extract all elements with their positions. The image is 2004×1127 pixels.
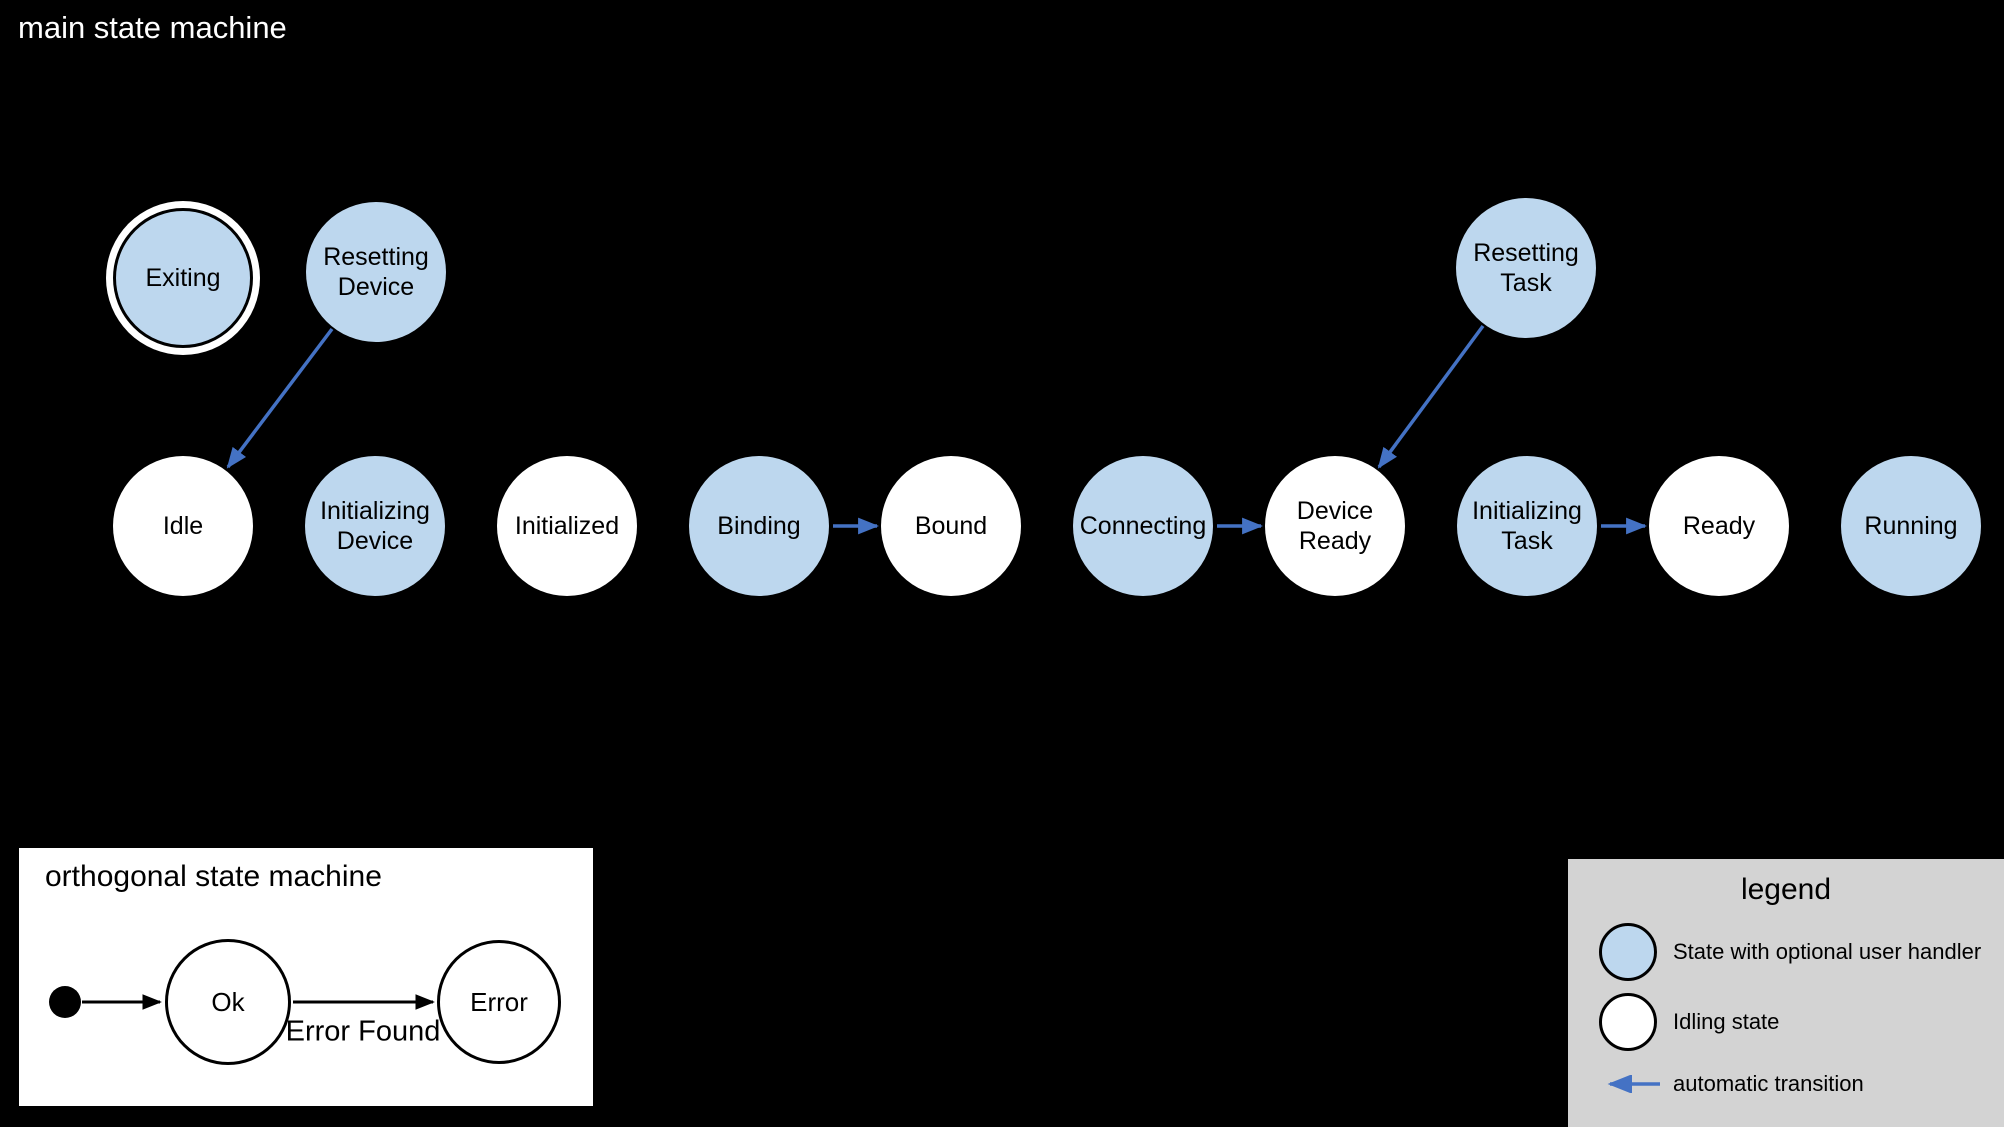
handler-state-swatch <box>1599 923 1657 981</box>
arrow-resetting-task-to-device-ready <box>1377 324 1485 469</box>
automatic-transition-arrow-icon <box>1607 1075 1660 1093</box>
state-label: Initializing Device <box>320 496 430 556</box>
state-initialized: Initialized <box>497 456 637 596</box>
main-title: main state machine <box>18 10 287 45</box>
state-label: Resetting Task <box>1473 238 1579 298</box>
state-binding: Binding <box>689 456 829 596</box>
legend-title: legend <box>1740 873 1832 906</box>
state-label: Resetting Device <box>323 242 429 302</box>
transition-label-error-found: Error Found <box>285 1015 441 1048</box>
state-error: Error <box>437 940 561 1064</box>
state-label: Error <box>470 986 528 1017</box>
state-label: Initialized <box>514 511 620 540</box>
state-exiting: Exiting <box>113 208 253 348</box>
state-label: Bound <box>914 511 988 540</box>
state-resetting-task: Resetting Task <box>1456 198 1596 338</box>
state-label: Running <box>1864 511 1958 540</box>
state-ok: Ok <box>165 939 291 1065</box>
state-label: Idle <box>162 511 204 540</box>
state-label: Connecting <box>1079 511 1207 540</box>
state-running: Running <box>1841 456 1981 596</box>
state-idle: Idle <box>113 456 253 596</box>
state-initializing-task: Initializing Task <box>1457 456 1597 596</box>
state-initializing-device: Initializing Device <box>305 456 445 596</box>
state-label: Ready <box>1682 511 1756 540</box>
state-ready: Ready <box>1649 456 1789 596</box>
state-resetting-device: Resetting Device <box>306 202 446 342</box>
legend-item-label: automatic transition <box>1673 1071 1864 1096</box>
state-label: Binding <box>717 511 801 540</box>
state-label: Exiting <box>145 263 221 292</box>
state-connecting: Connecting <box>1073 456 1213 596</box>
legend-item-label: Idling state <box>1673 1009 1780 1034</box>
state-label: Initializing Task <box>1472 496 1582 556</box>
state-bound: Bound <box>881 456 1021 596</box>
state-label: Ok <box>211 986 245 1017</box>
arrow-resetting-device-to-idle <box>226 327 334 469</box>
orthogonal-title: orthogonal state machine <box>45 860 382 893</box>
state-label: Device Ready <box>1296 496 1374 556</box>
state-device-ready: Device Ready <box>1265 456 1405 596</box>
legend-item-label: State with optional user handler <box>1673 939 1982 964</box>
orthogonal-state-machine-panel: orthogonal state machine Ok Error Error … <box>19 848 593 1106</box>
idling-state-swatch <box>1599 993 1657 1051</box>
legend-panel: legend State with optional user handler … <box>1568 859 2004 1127</box>
